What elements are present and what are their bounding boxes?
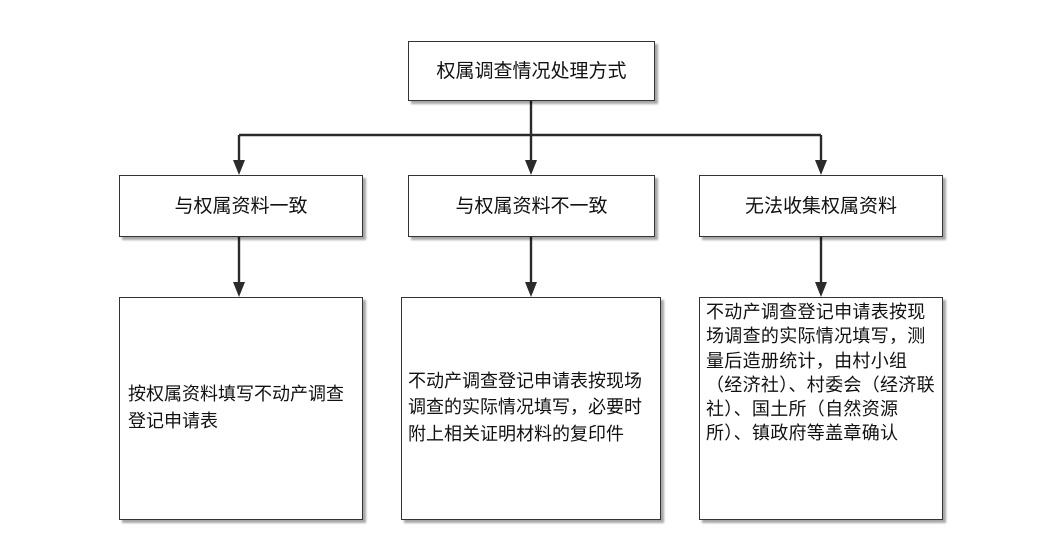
arrowhead-2 <box>525 160 537 175</box>
detail-node-2: 不动产调查登记申请表按现场调查的实际情况填写，必要时附上相关证明材料的复印件 <box>401 297 661 520</box>
branch-label-2: 与权属资料不一致 <box>455 194 608 217</box>
detail-node-1: 按权属资料填写不动产调查登记申请表 <box>119 297 363 520</box>
root-label: 权属调查情况处理方式 <box>436 59 627 82</box>
branch-label-1: 与权属资料一致 <box>174 194 308 217</box>
detail-text-3: 不动产调查登记申请表按现场调查的实际情况填写，测量后造册统计，由村小组（经济社）… <box>706 302 935 445</box>
detail-node-3: 不动产调查登记申请表按现场调查的实际情况填写，测量后造册统计，由村小组（经济社）… <box>699 297 943 520</box>
branch-node-1: 与权属资料一致 <box>119 175 363 237</box>
branch-node-3: 无法收集权属资料 <box>699 175 943 237</box>
detail-arrowhead-2 <box>525 282 537 297</box>
detail-text-1: 按权属资料填写不动产调查登记申请表 <box>128 384 344 432</box>
detail-arrowhead-1 <box>233 282 245 297</box>
branch-label-3: 无法收集权属资料 <box>744 194 897 217</box>
arrowhead-1 <box>233 160 245 175</box>
detail-arrowhead-3 <box>815 282 827 297</box>
detail-text-2: 不动产调查登记申请表按现场调查的实际情况填写，必要时附上相关证明材料的复印件 <box>408 371 642 445</box>
root-node: 权属调查情况处理方式 <box>408 41 655 101</box>
arrowhead-3 <box>815 160 827 175</box>
branch-node-2: 与权属资料不一致 <box>408 175 655 237</box>
